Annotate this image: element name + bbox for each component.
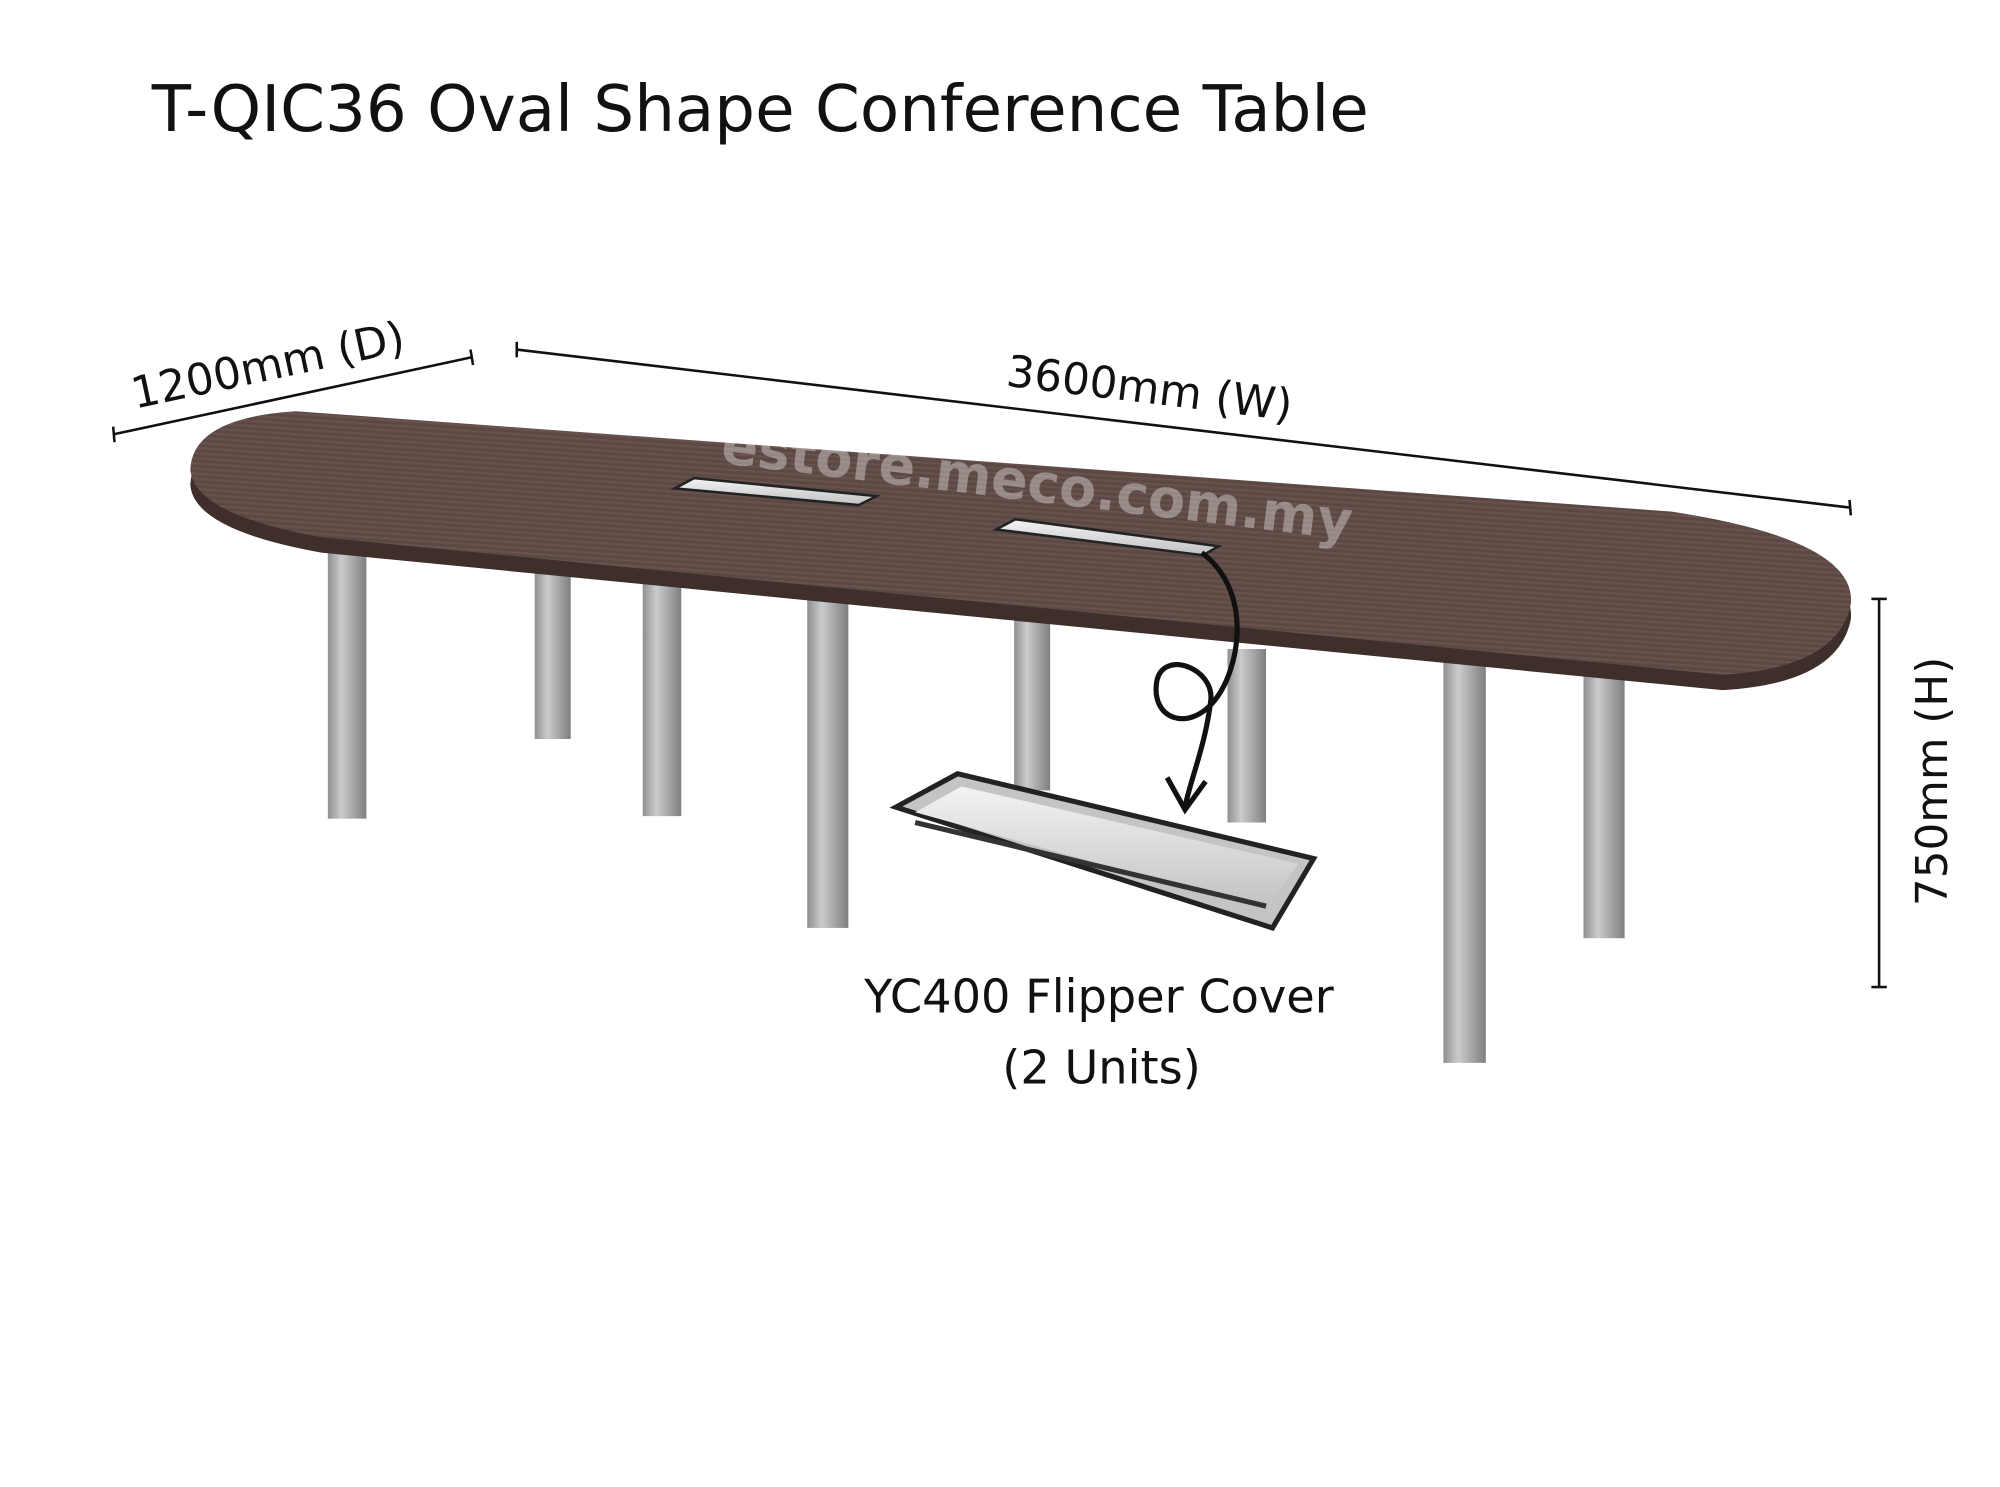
callout-quantity: (2 Units) [1002, 1040, 1200, 1094]
leg [327, 520, 367, 819]
leg [1583, 668, 1625, 939]
leg [1443, 661, 1486, 1063]
leg [1227, 649, 1267, 823]
grommet [670, 476, 882, 507]
leg [807, 578, 849, 928]
leg [642, 559, 682, 817]
arrow-head-icon [1164, 776, 1208, 815]
leg [534, 546, 571, 740]
leg [1014, 616, 1051, 791]
height-label: 750mm (H) [1907, 657, 1958, 906]
callout-name: YC400 Flipper Cover [863, 970, 1335, 1024]
page-title: T-QIC36 Oval Shape Conference Table [151, 72, 1369, 147]
tabletop [190, 411, 1852, 691]
flipper-cover-image [889, 770, 1318, 932]
depth-label: 1200mm (D) [127, 312, 409, 420]
arrow-icon [1153, 550, 1240, 808]
dimension-lines [111, 341, 1887, 989]
table-legs [327, 520, 1625, 1063]
width-label: 3600mm (W) [1004, 346, 1296, 432]
